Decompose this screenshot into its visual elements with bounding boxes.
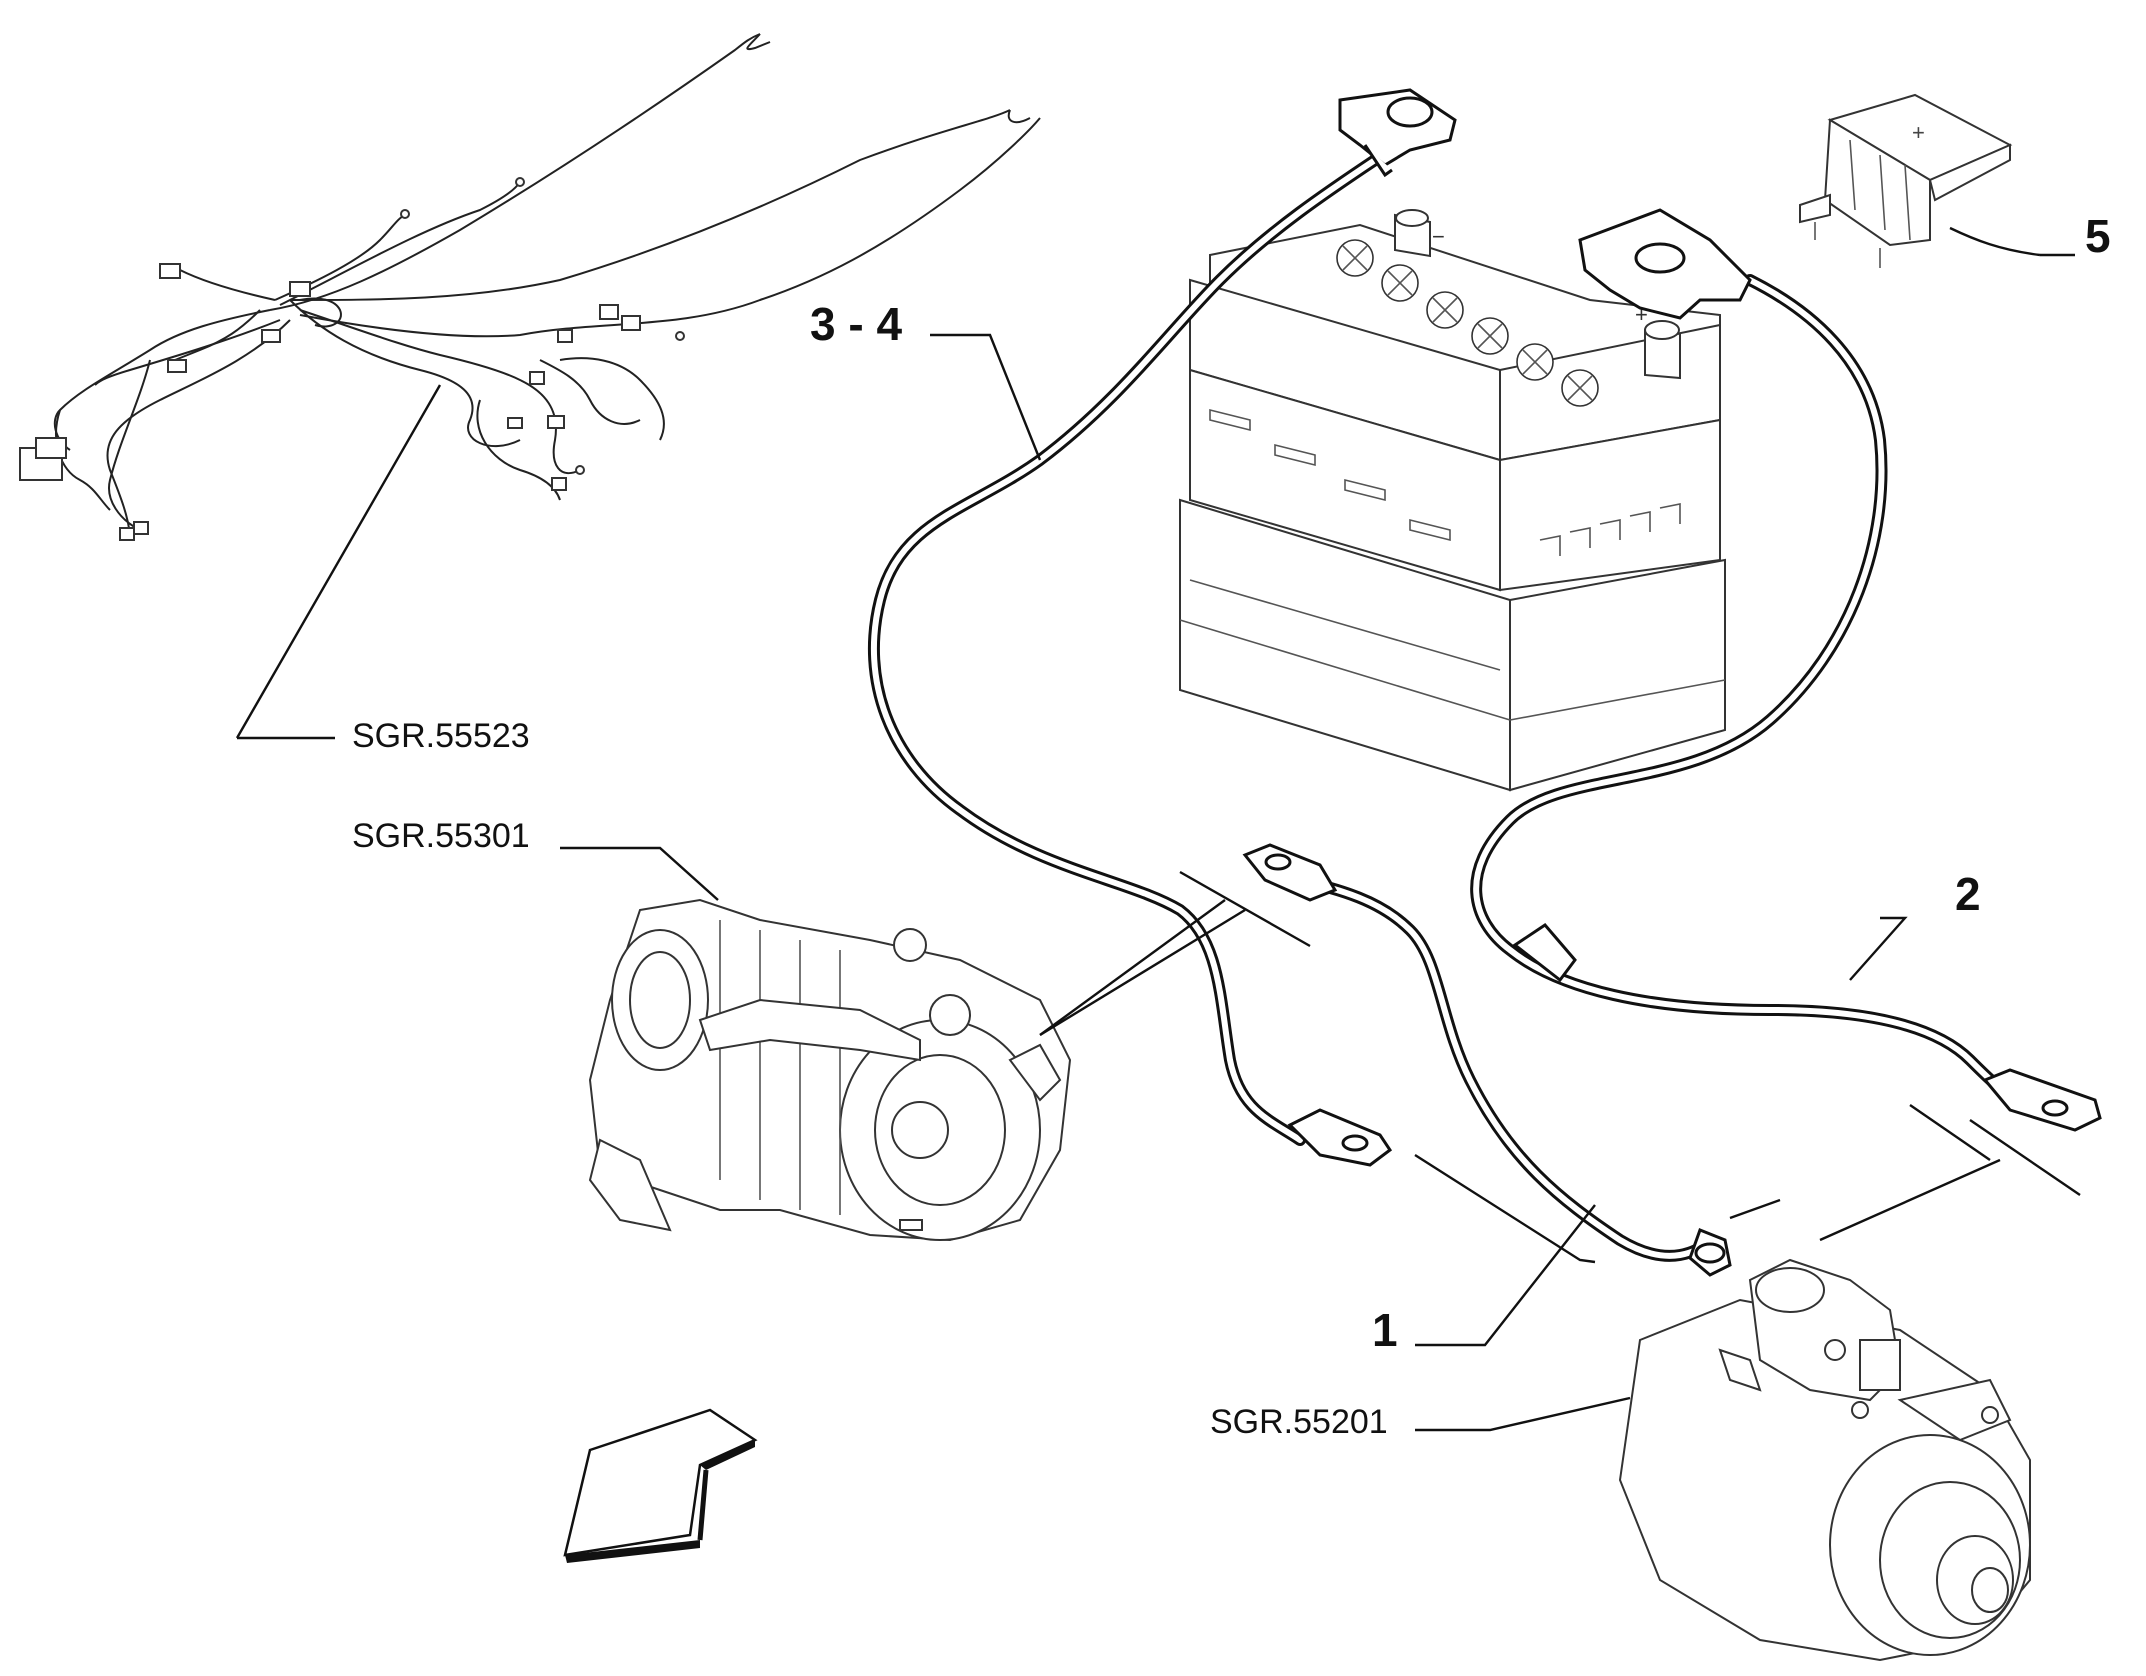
svg-text:+: + <box>1912 120 1925 145</box>
callout-1: 1 <box>1372 1304 1398 1356</box>
cable-1 <box>1242 843 1732 1277</box>
harness-connector <box>547 415 565 429</box>
harness-connector <box>557 329 573 343</box>
harness-connector <box>551 477 567 491</box>
bracket-5: + <box>1799 93 2013 268</box>
harness-connector <box>133 521 149 535</box>
harness-connector <box>119 527 135 541</box>
leader-alternator <box>560 846 719 901</box>
harness-connector <box>529 371 545 385</box>
svg-text:−: − <box>1432 224 1445 249</box>
harness-connector <box>599 304 619 320</box>
harness-connector <box>167 359 187 373</box>
ref-harness: SGR.55523 <box>352 717 530 755</box>
harness-connector <box>159 263 181 279</box>
direction-arrow-icon <box>563 1408 758 1563</box>
callout-5: 5 <box>2085 210 2111 262</box>
leader-5 <box>1949 226 2041 257</box>
wiring-harness <box>19 33 1041 541</box>
callout-3-4: 3 - 4 <box>810 298 902 350</box>
leader-starter <box>1415 1396 1631 1432</box>
cable-2 <box>1470 208 2102 1132</box>
harness-connector <box>621 315 641 331</box>
harness-connector <box>261 329 281 343</box>
harness-connector <box>507 417 523 429</box>
ref-alternator: SGR.55301 <box>352 817 530 855</box>
ref-starter: SGR.55201 <box>1210 1403 1388 1441</box>
starter-motor <box>1618 1258 2031 1662</box>
leader-2 <box>1849 916 1908 981</box>
leader-harness <box>235 384 442 739</box>
leader-3-4 <box>930 333 1042 461</box>
battery: − + <box>1179 209 1726 792</box>
leader-1 <box>1415 1204 1596 1347</box>
harness-connector <box>35 437 67 459</box>
harness-connector <box>289 281 311 297</box>
alternator <box>588 898 1072 1242</box>
cable-3-4 <box>867 88 1457 1167</box>
callout-2: 2 <box>1955 868 1981 920</box>
